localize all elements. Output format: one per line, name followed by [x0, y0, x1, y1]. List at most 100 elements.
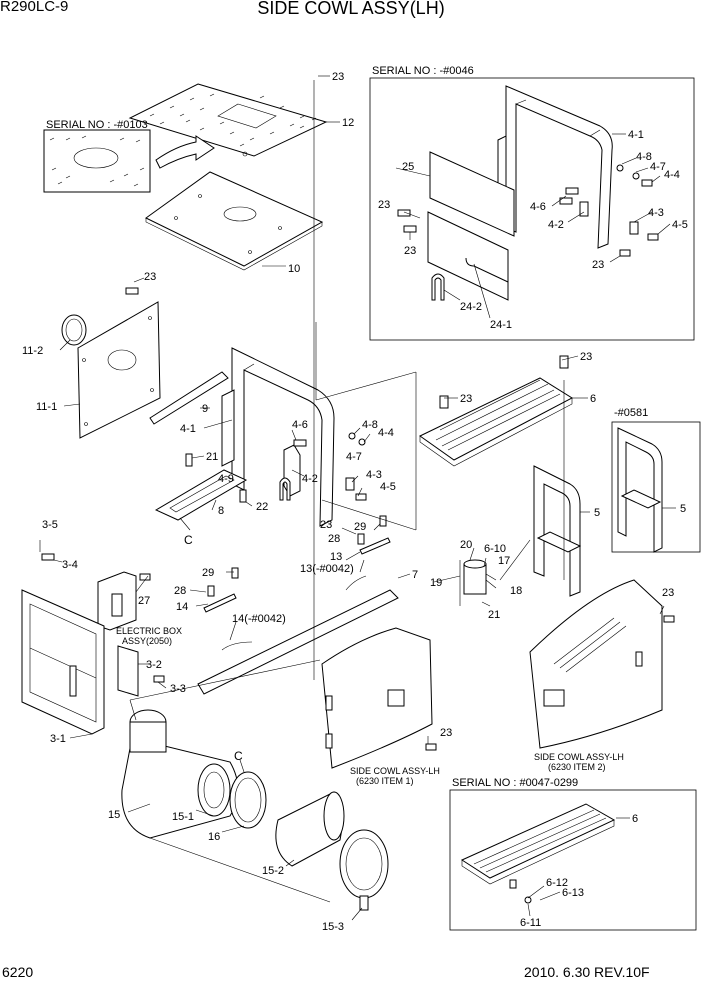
callout-16: 16	[208, 831, 220, 843]
callout-4-7: 4-7	[346, 451, 362, 463]
panel-24-notch	[465, 257, 509, 283]
callout-4-6: 4-6	[292, 419, 308, 431]
callout-23: 23	[378, 199, 390, 211]
side-cowl-item1	[321, 627, 433, 769]
callout-5: 5	[680, 503, 686, 515]
callout-14: 14	[176, 601, 188, 613]
bolt	[125, 287, 139, 295]
callout-3-4: 3-4	[62, 559, 78, 571]
callout-23: 23	[440, 727, 452, 739]
callout-4-5: 4-5	[672, 219, 688, 231]
callout-23: 23	[320, 519, 332, 531]
callout-25: 25	[402, 161, 414, 173]
floor-plate-6-late	[460, 803, 616, 904]
serial-0046: SERIAL NO : -#0046	[372, 65, 474, 77]
floor-plate-12	[128, 83, 328, 157]
callout-15: 15	[108, 809, 120, 821]
callout-11-2: 11-2	[22, 345, 43, 357]
bracket-5	[533, 465, 582, 597]
callout-4-4: 4-4	[664, 169, 680, 181]
page-number: 6220	[2, 964, 34, 980]
bolt	[439, 395, 449, 409]
bolt-27	[139, 573, 151, 581]
callout-3-1: 3-1	[50, 733, 66, 745]
bolt-28b	[357, 533, 365, 545]
bolts-0046	[397, 164, 659, 257]
note-cowl2-a: SIDE COWL ASSY-LH	[534, 752, 624, 762]
callout-22: 22	[256, 501, 268, 513]
u-clamp-24-2	[431, 273, 445, 301]
rail-7	[197, 589, 399, 695]
bolt-29b	[379, 515, 387, 527]
serial-0581: -#0581	[614, 407, 648, 419]
bolt-3-3	[153, 675, 165, 683]
callout-7: 7	[412, 569, 418, 581]
callout-24-2: 24-2	[460, 301, 482, 313]
serial-box-0581	[611, 421, 701, 553]
floor-plate-early	[43, 129, 215, 193]
callout-23: 23	[404, 245, 416, 257]
callout-4-4: 4-4	[378, 427, 394, 439]
element-15-2	[275, 791, 345, 867]
callout-19: 19	[430, 577, 442, 589]
ring-11-2	[61, 314, 87, 346]
tank-17	[459, 559, 497, 606]
bolt-21	[185, 453, 193, 467]
bracket-8	[154, 469, 248, 521]
callout-28: 28	[174, 585, 186, 597]
callout-10: 10	[288, 263, 300, 275]
note-cowl1-b: (6230 ITEM 1)	[356, 776, 414, 786]
callout-23: 23	[332, 71, 344, 83]
bolt-22	[239, 489, 247, 503]
callout-4-2: 4-2	[302, 473, 318, 485]
bolt	[663, 615, 675, 623]
callout-15-2: 15-2	[262, 865, 284, 877]
rod-14-early	[221, 641, 253, 651]
callout-4-8: 4-8	[636, 151, 652, 163]
plate-10	[145, 171, 324, 271]
callout-4-7: 4-7	[650, 161, 666, 173]
clamp-16	[229, 771, 267, 829]
page-title: SIDE COWL ASSY(LH)	[257, 0, 445, 18]
note-cowl2-b: (6230 ITEM 2)	[548, 762, 606, 772]
serial-box-0046	[369, 77, 695, 341]
callout-4-1: 4-1	[180, 423, 196, 435]
callout-6-13: 6-13	[562, 887, 584, 899]
callout-6-12: 6-12	[546, 877, 568, 889]
callout-4-3: 4-3	[648, 207, 664, 219]
plate-3-2	[117, 645, 139, 697]
door-3-1	[21, 589, 105, 735]
callout-6: 6	[590, 393, 596, 405]
panel-25	[429, 151, 515, 237]
callout-3-5: 3-5	[42, 519, 58, 531]
callout-23: 23	[144, 271, 156, 283]
callout-13: 13	[330, 551, 342, 563]
callout-9: 9	[202, 403, 208, 415]
callout-5: 5	[594, 507, 600, 519]
callout-23: 23	[460, 393, 472, 405]
bracket-4-2	[283, 444, 301, 497]
panel-24-1	[427, 211, 509, 301]
note-cowl1-a: SIDE COWL ASSY-LH	[350, 766, 440, 776]
callout-28: 28	[328, 533, 340, 545]
callout-17: 17	[498, 555, 510, 567]
callout-20: 20	[460, 539, 472, 551]
callout-21: 21	[488, 609, 500, 621]
callout-29: 29	[354, 521, 366, 533]
electric-box	[97, 571, 137, 631]
callout-4-8: 4-8	[362, 419, 378, 431]
side-panel-11-1	[77, 301, 161, 439]
model-label: R290LC-9	[0, 0, 69, 15]
air-cleaner-15	[121, 709, 239, 839]
callout-24-1: 24-1	[490, 319, 512, 331]
callout-11-1: 11-1	[36, 401, 57, 413]
callout-4-6: 4-6	[530, 201, 546, 213]
callout-3-3: 3-3	[170, 683, 186, 695]
stay-9	[149, 371, 229, 425]
side-cowl-item2	[529, 579, 663, 749]
bolt	[425, 743, 437, 751]
floor-plate-6	[419, 377, 574, 467]
ref-c-2: C	[234, 749, 243, 763]
bolt-29	[231, 567, 239, 579]
